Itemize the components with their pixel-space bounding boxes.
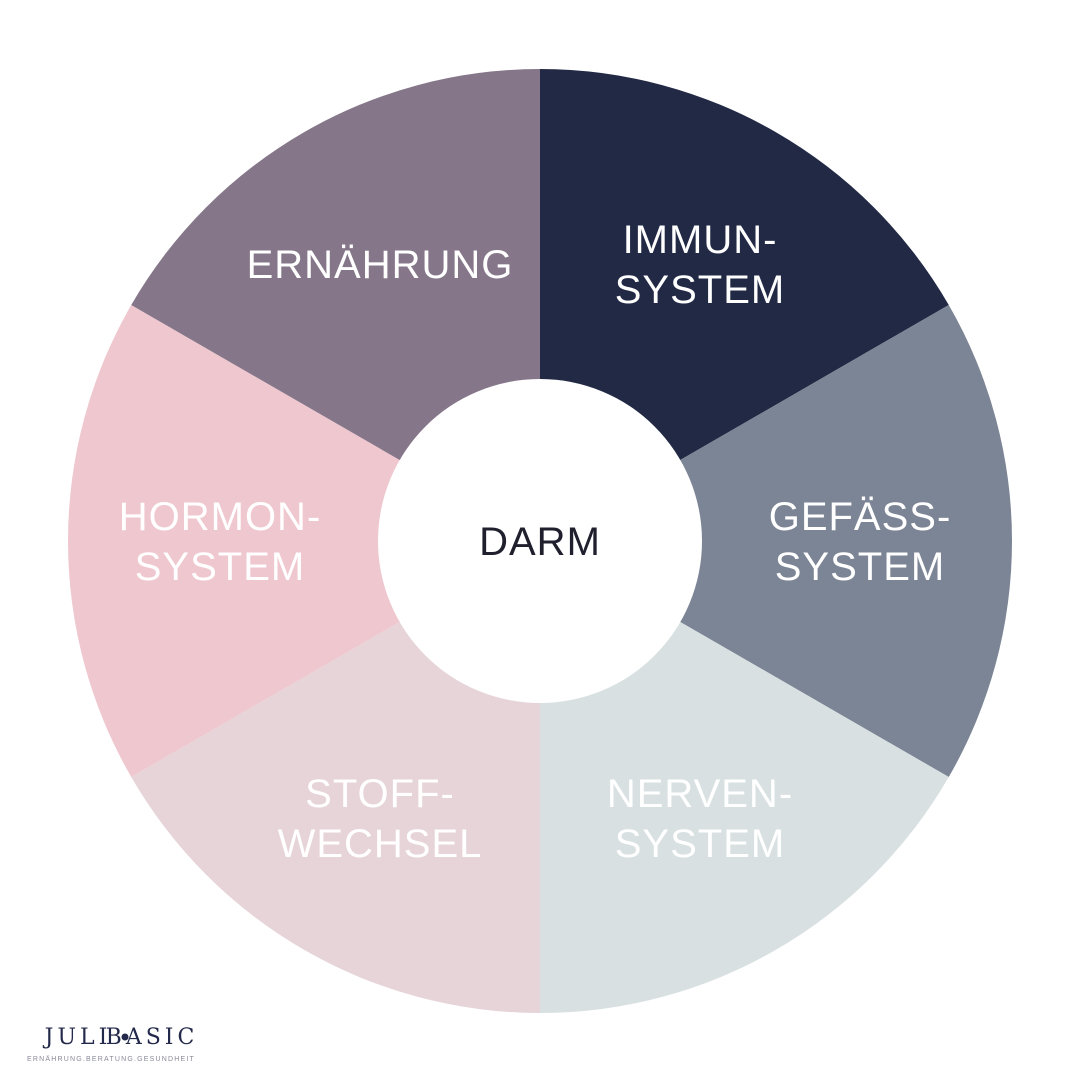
logo-text-left: JULI <box>43 1025 112 1050</box>
segment-4 <box>68 305 541 777</box>
brand-logo: JULI BASIC ERNÄHRUNG.BERATUNG.GESUNDHEIT <box>27 1025 199 1063</box>
segment-1-label-line-1: SYSTEM <box>775 545 945 589</box>
center-circle <box>378 379 702 703</box>
segment-3-label-line-1: WECHSEL <box>278 822 483 866</box>
logo-dot <box>121 1033 129 1041</box>
segment-1-label-line-0: GEFÄSS- <box>769 495 952 539</box>
segment-3-label-line-0: STOFF- <box>305 772 455 816</box>
segment-2-label-line-0: NERVEN- <box>607 772 793 816</box>
segment-0-label-line-0: IMMUN- <box>623 218 778 262</box>
segment-5-label-line-0: ERNÄHRUNG <box>247 243 514 287</box>
logo-tagline: ERNÄHRUNG.BERATUNG.GESUNDHEIT <box>27 1055 195 1063</box>
segment-1 <box>540 305 1012 777</box>
segment-2-label-line-1: SYSTEM <box>615 822 785 866</box>
segment-0-label-line-1: SYSTEM <box>615 268 785 312</box>
segment-4-label-line-1: SYSTEM <box>135 545 305 589</box>
segment-4-label-line-0: HORMON- <box>119 495 322 539</box>
logo-text-right: BASIC <box>106 1025 199 1050</box>
center-label: DARM <box>479 520 601 564</box>
